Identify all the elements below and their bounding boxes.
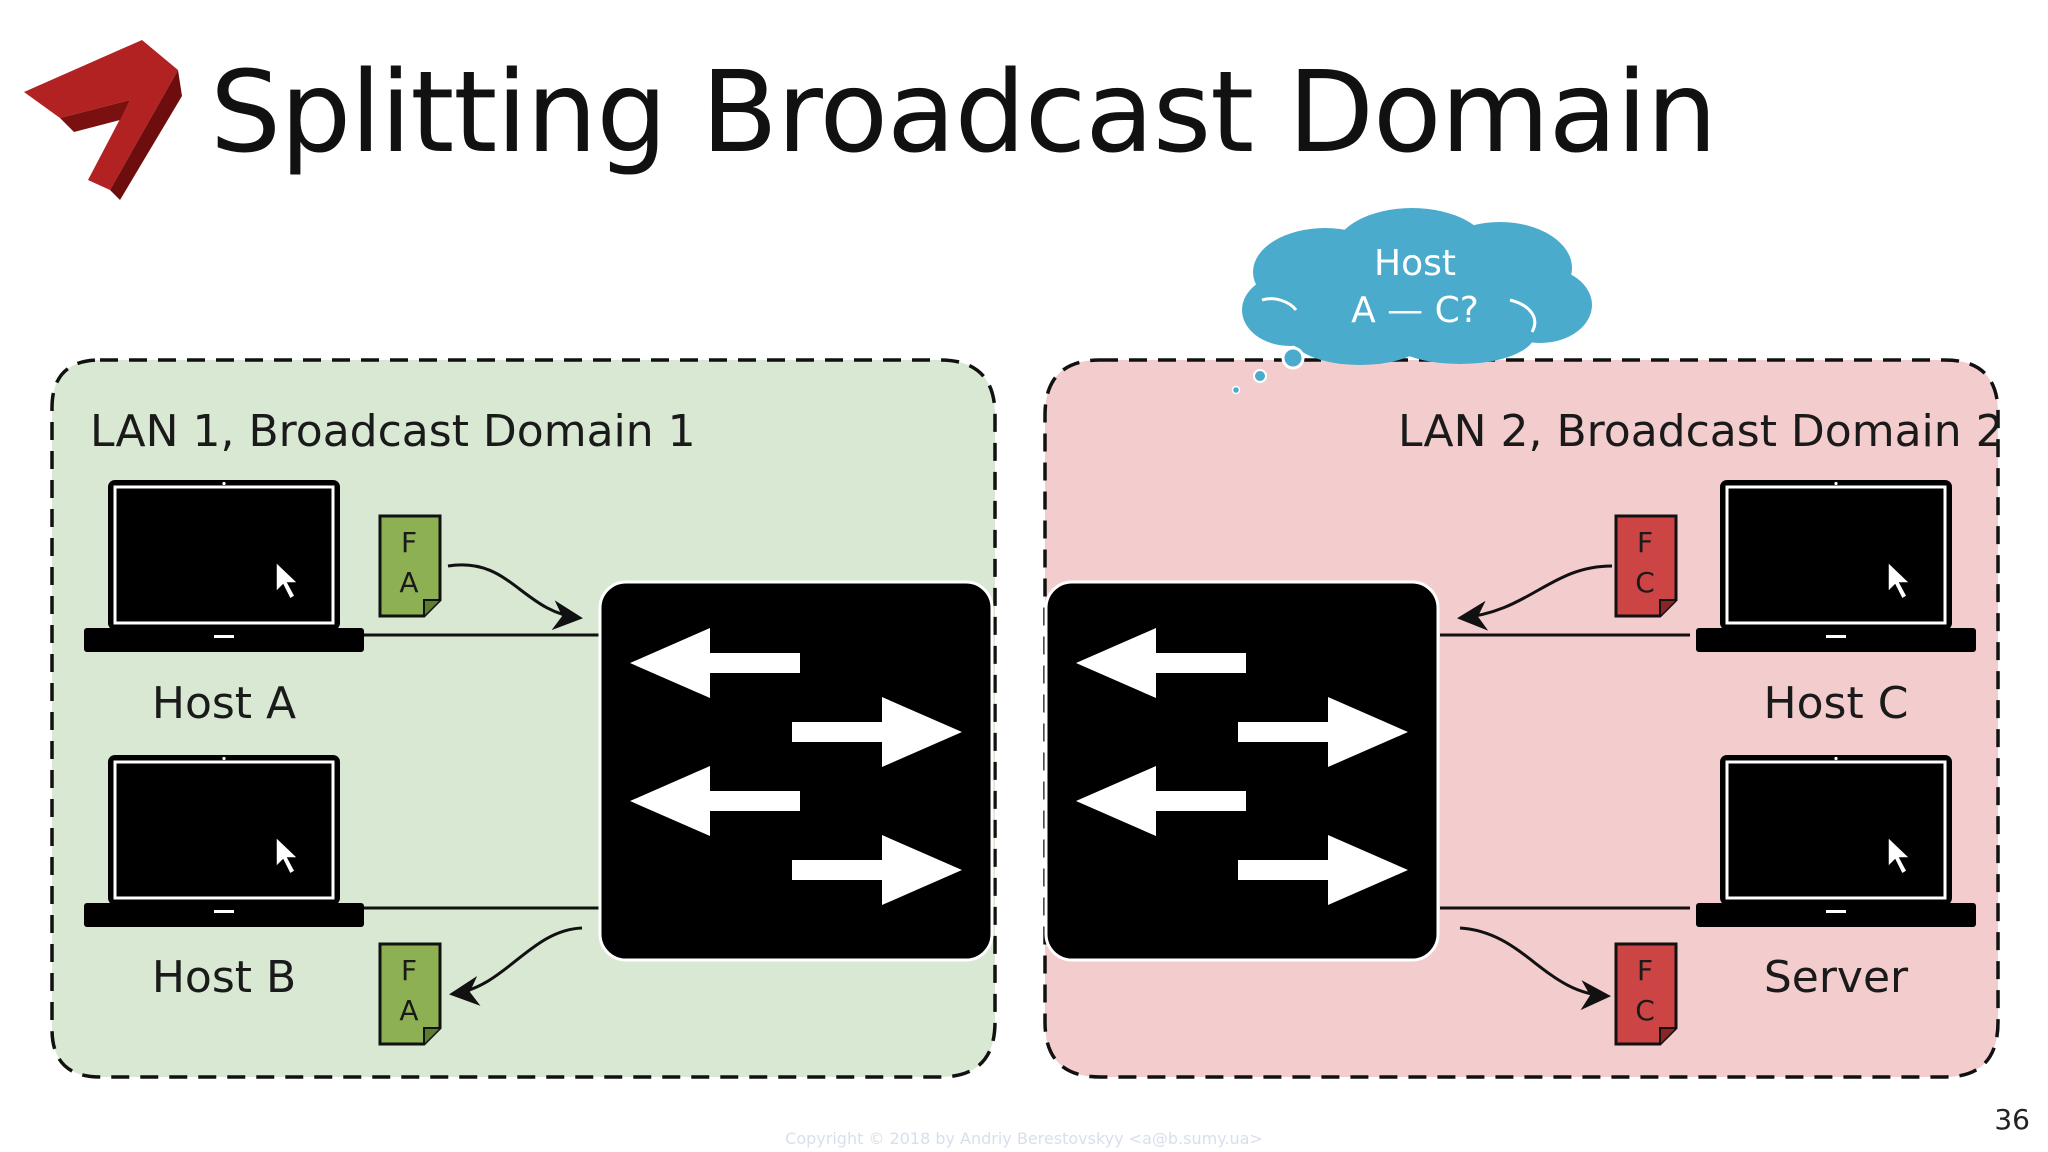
frame-icon bbox=[378, 942, 442, 1046]
server-label: Server bbox=[1763, 952, 1909, 1003]
cloud-highlight-left bbox=[1261, 297, 1298, 311]
cloud-line-1: Host bbox=[1374, 243, 1456, 284]
frame-dst: A bbox=[399, 994, 419, 1027]
frame-src: F bbox=[400, 954, 418, 987]
arrow-frame-to-switch2 bbox=[1457, 564, 1613, 631]
page-number: 36 bbox=[1994, 1103, 2030, 1136]
lan1-label: LAN 1, Broadcast Domain 1 bbox=[90, 406, 696, 457]
frame-icon bbox=[1614, 942, 1678, 1046]
host-c-label: Host C bbox=[1763, 678, 1909, 729]
frame-dst: C bbox=[1635, 994, 1655, 1027]
slide-title: Splitting Broadcast Domain bbox=[210, 48, 1717, 178]
laptop-icon-host-b bbox=[82, 753, 366, 929]
logo-icon bbox=[24, 40, 182, 200]
frame-lan1-top: F A bbox=[378, 514, 446, 618]
frame-dst: C bbox=[1635, 566, 1655, 599]
lan2-label: LAN 2, Broadcast Domain 2 bbox=[1398, 406, 2004, 457]
frame-icon bbox=[1614, 514, 1678, 618]
arrow-frame-to-switch1 bbox=[447, 563, 583, 631]
frame-src: F bbox=[1636, 954, 1654, 987]
switch-icon-lan1 bbox=[598, 580, 994, 962]
thought-cloud-text: Host A — C? bbox=[1290, 240, 1540, 334]
thought-cloud-icon bbox=[1231, 208, 1592, 395]
copyright-footer: Copyright © 2018 by Andriy Berestovskyy … bbox=[785, 1129, 1263, 1148]
host-b-label: Host B bbox=[151, 952, 297, 1003]
arrow-switch1-to-host-b bbox=[449, 926, 583, 1006]
frame-src: F bbox=[1636, 526, 1654, 559]
frame-lan2-top: F C bbox=[1614, 514, 1682, 618]
frame-lan1-bottom: F A bbox=[378, 942, 446, 1046]
laptop-icon-host-a bbox=[82, 478, 366, 654]
cloud-highlight bbox=[1509, 298, 1537, 333]
frame-src: F bbox=[400, 526, 418, 559]
arrow-switch2-to-server bbox=[1459, 926, 1611, 1011]
laptop-icon-server bbox=[1694, 753, 1978, 929]
frame-icon bbox=[378, 514, 442, 618]
frame-lan2-bottom: F C bbox=[1614, 942, 1682, 1046]
switch-icon-lan2 bbox=[1044, 580, 1440, 962]
laptop-icon-host-c bbox=[1694, 478, 1978, 654]
cloud-line-2: A — C? bbox=[1351, 290, 1479, 331]
frame-dst: A bbox=[399, 566, 419, 599]
host-a-label: Host A bbox=[151, 678, 297, 729]
